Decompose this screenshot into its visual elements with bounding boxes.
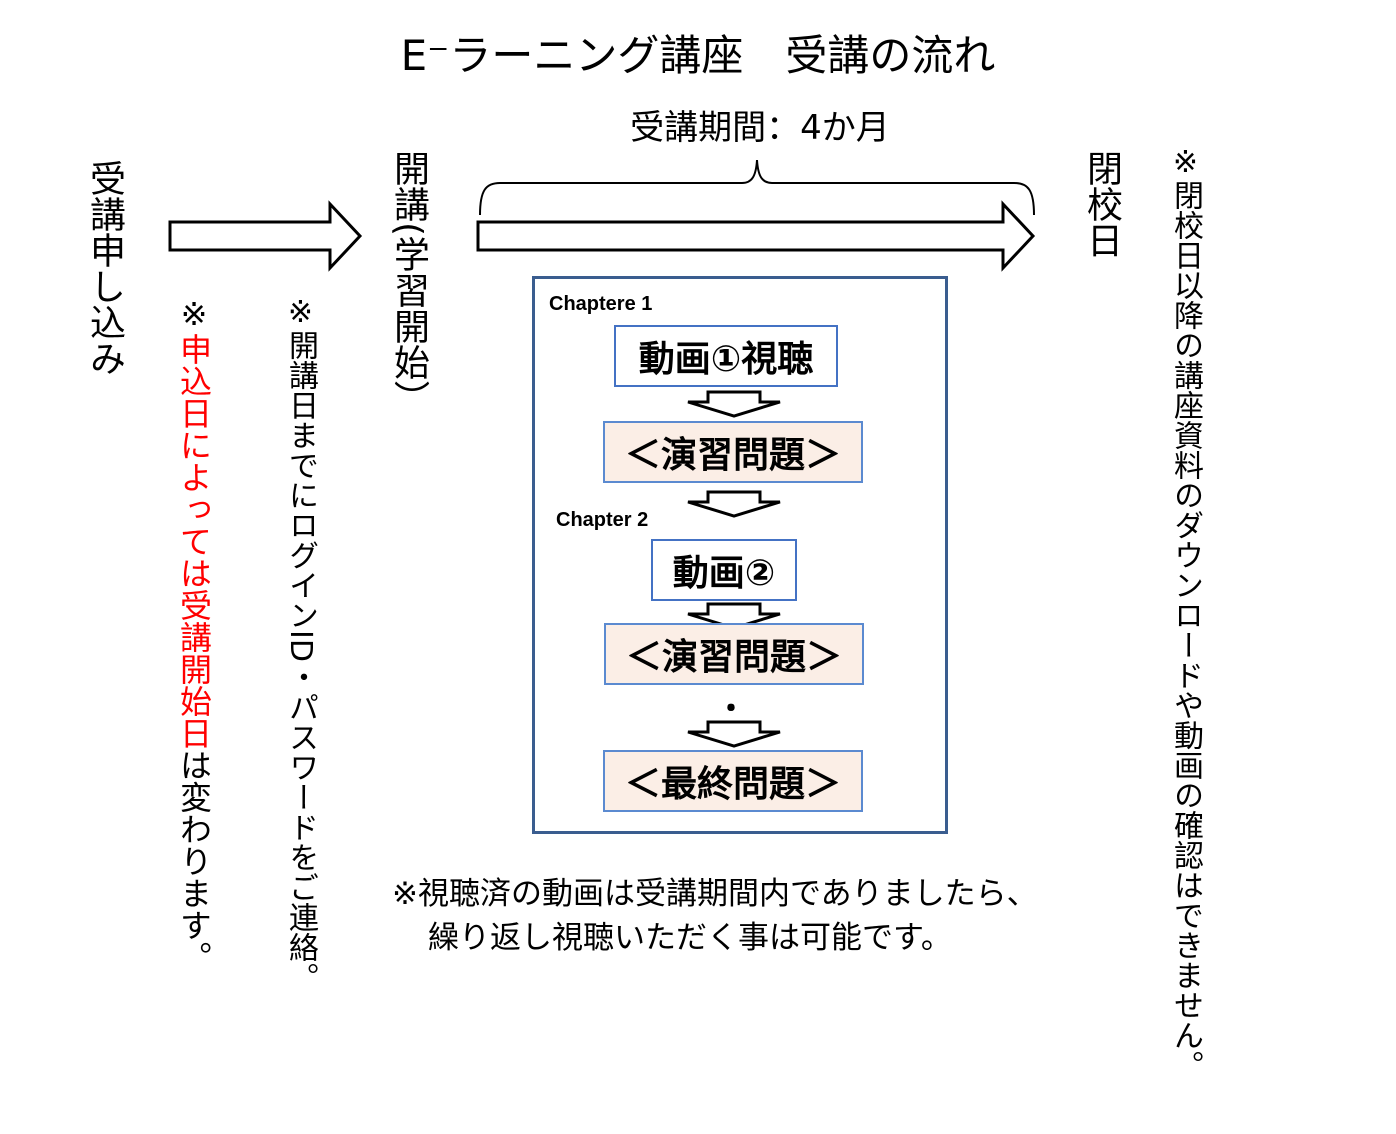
flow-arrow-4 xyxy=(687,720,781,748)
arrow-apply-to-start xyxy=(168,200,363,272)
note-application-red: 申込日によっては受講開始日 xyxy=(175,333,213,749)
note-application-mark: ※ xyxy=(175,295,213,333)
final-exam-box: ＜最終問題＞ xyxy=(603,750,863,812)
learning-flow-frame xyxy=(532,276,948,834)
chapter1-label: Chaptere 1 xyxy=(549,293,653,315)
step-start: 開講(学習開始） xyxy=(388,150,429,417)
replay-note: ※視聴済の動画は受講期間内でありましたら、 繰り返し視聴いただく事は可能です。 xyxy=(392,872,1038,960)
note-start: ※開講日までにログインID・パスワードをご連絡。 xyxy=(283,295,318,992)
step-application: 受講申し込み xyxy=(84,160,125,376)
flow-ellipsis: ・ xyxy=(716,692,746,727)
step-close: 閉校日 xyxy=(1081,150,1122,258)
replay-note-line2: 繰り返し視聴いただく事は可能です。 xyxy=(428,920,952,956)
note-application: ※申込日によっては受講開始日は変わります。 xyxy=(175,295,213,973)
period-label: 受講期間：4か月 xyxy=(630,108,890,148)
note-close: ※閉校日以降の講座資料のダウンロードや動画の確認はできません。 xyxy=(1168,145,1203,1080)
flow-arrow-1 xyxy=(687,390,781,418)
arrow-period xyxy=(476,200,1036,272)
flow-arrow-3 xyxy=(687,602,781,630)
period-brace xyxy=(479,159,1035,216)
flow-arrow-2 xyxy=(687,490,781,518)
replay-note-line1: ※視聴済の動画は受講期間内でありましたら、 xyxy=(392,876,1038,912)
chapter2-label: Chapter 2 xyxy=(556,509,649,531)
chapter2-exercise-box: ＜演習問題＞ xyxy=(604,623,864,685)
chapter1-exercise-box: ＜演習問題＞ xyxy=(603,421,863,483)
note-application-rest: は変わります。 xyxy=(175,749,213,973)
page-title: E⁻ラーニング講座 受講の流れ xyxy=(400,31,996,80)
chapter2-video-box: 動画② xyxy=(651,539,797,601)
chapter1-video-box: 動画①視聴 xyxy=(614,325,838,387)
